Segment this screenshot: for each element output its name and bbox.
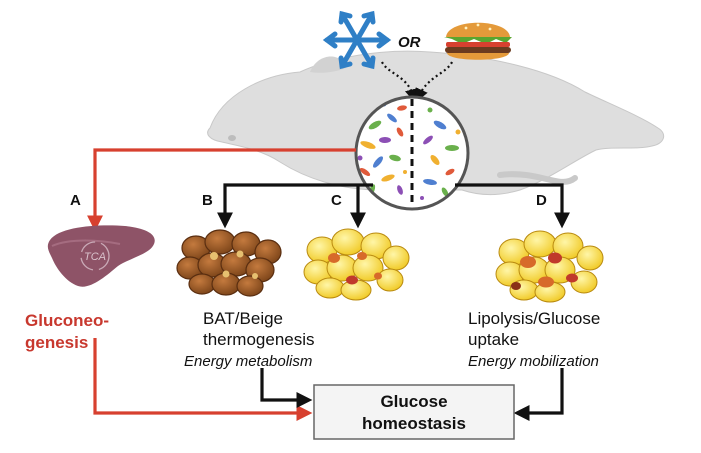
white-fat-cells-icon	[495, 230, 604, 303]
glucose-homeostasis-box: Glucose homeostasis	[313, 384, 515, 440]
hamburger-icon	[444, 22, 512, 60]
bat-beige-line2: thermogenesis	[203, 330, 315, 349]
lipolysis-line2: uptake	[468, 330, 519, 349]
pathway-d-letter: D	[536, 192, 547, 209]
pathway-bcd-arrows	[217, 183, 570, 229]
pathway-c-letter: C	[331, 192, 342, 209]
gut-microbiota-lens	[354, 95, 470, 211]
lipolysis-to-glucose-arrow	[513, 368, 564, 421]
bat-beige-line1: BAT/Beige	[203, 309, 283, 328]
snowflake-icon	[322, 10, 392, 70]
gluconeogenesis-line2: genesis	[25, 333, 88, 352]
lipolysis-line1: Lipolysis/Glucose	[468, 309, 600, 328]
glucose-homeostasis-line1: Glucose	[380, 392, 447, 411]
pathway-a-letter: A	[70, 192, 81, 209]
energy-mobilization-label: Energy mobilization	[468, 353, 599, 370]
or-label: OR	[398, 34, 421, 51]
thermogenesis-to-glucose-arrow	[260, 368, 313, 408]
glucose-homeostasis-line2: homeostasis	[362, 414, 466, 433]
tca-label: TCA	[84, 251, 106, 263]
gluconeogenesis-line1: Gluconeo-	[25, 311, 109, 330]
beige-fat-cells-icon	[303, 228, 410, 301]
energy-metabolism-label: Energy metabolism	[184, 353, 312, 370]
stimuli-dotted-arrows	[381, 61, 453, 103]
brown-fat-cells-icon	[176, 229, 282, 297]
gluconeogenesis-to-glucose-arrow	[93, 338, 313, 421]
pathway-a-arrow	[87, 148, 356, 232]
liver-icon: TCA	[47, 225, 155, 287]
pathway-b-letter: B	[202, 192, 213, 209]
